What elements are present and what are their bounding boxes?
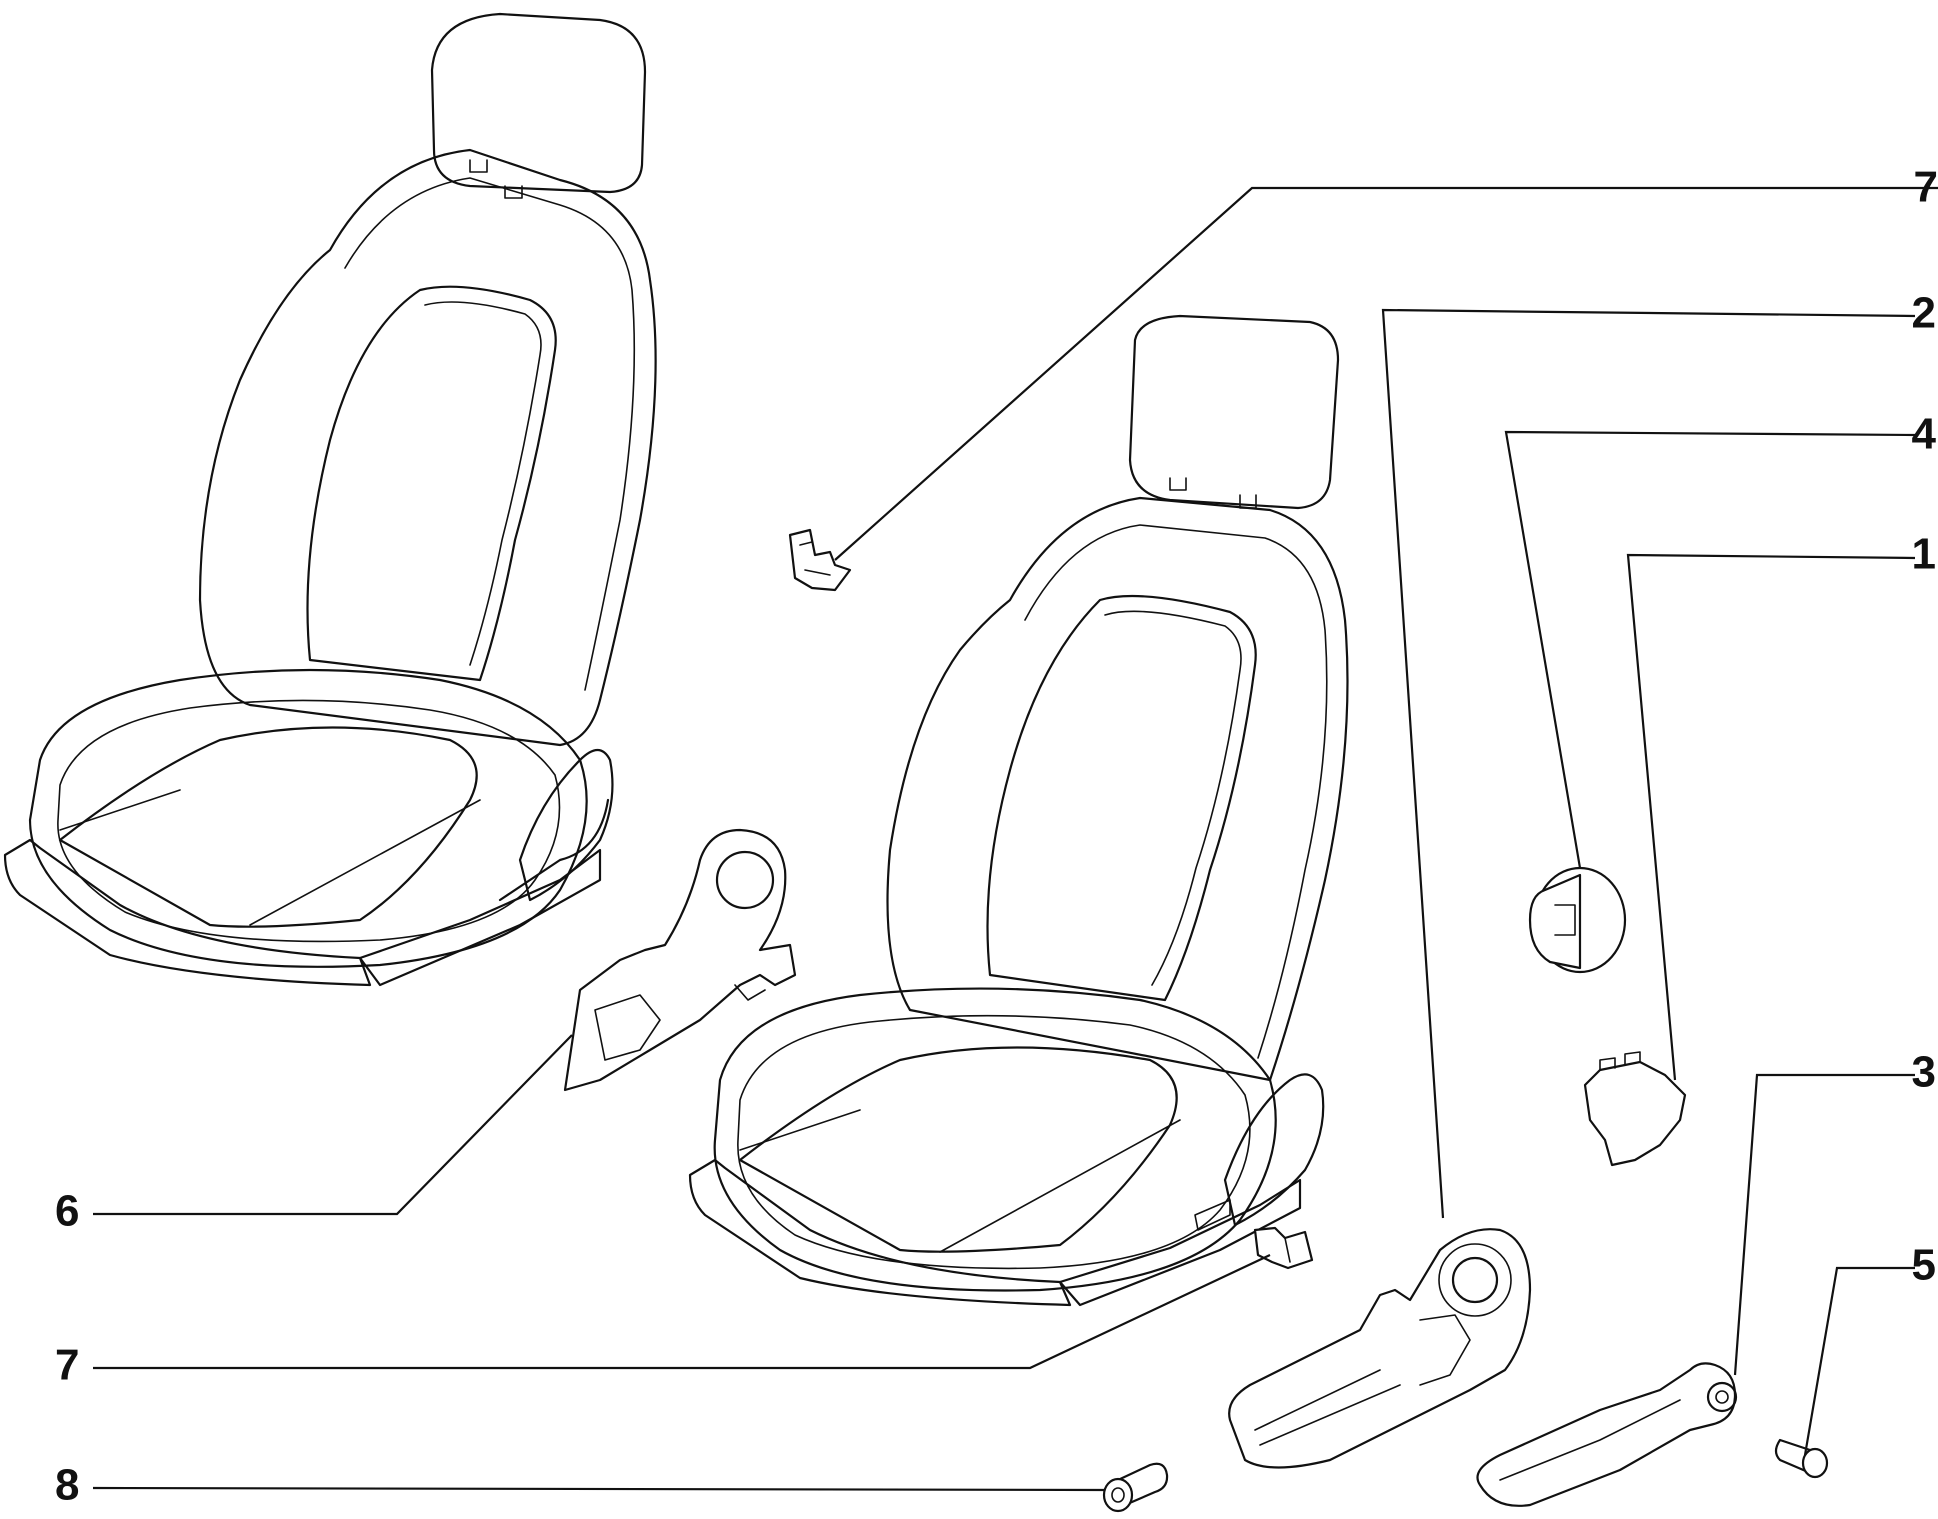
trim-bracket-part-6: [563, 828, 797, 1092]
clip-part-7-bottom: [1253, 1226, 1314, 1270]
callout-3: 3: [1912, 1048, 1936, 1097]
callout-8: 8: [55, 1461, 79, 1510]
bolt-part-8: [1102, 1462, 1169, 1513]
right-seat: [688, 314, 1349, 1307]
callout-7-top: 7: [1914, 163, 1938, 212]
callout-1: 1: [1912, 530, 1936, 579]
callout-4: 4: [1912, 410, 1937, 459]
callout-5: 5: [1912, 1241, 1936, 1290]
clip-part-7-top: [788, 528, 852, 592]
lever-part-3: [1476, 1362, 1738, 1507]
callout-labels: 7 2 4 1 3 5 6 7 8: [55, 163, 1938, 1510]
callout-6: 6: [55, 1187, 79, 1236]
callout-7-bottom: 7: [55, 1341, 79, 1390]
callout-2: 2: [1912, 289, 1936, 338]
cap-part-4: [1528, 866, 1627, 974]
leader-lines: [92, 186, 1938, 1492]
screw-part-5: [1774, 1438, 1829, 1479]
side-trim-part-2: [1228, 1228, 1532, 1469]
left-seat: [3, 12, 657, 987]
cover-part-1: [1583, 1051, 1687, 1167]
